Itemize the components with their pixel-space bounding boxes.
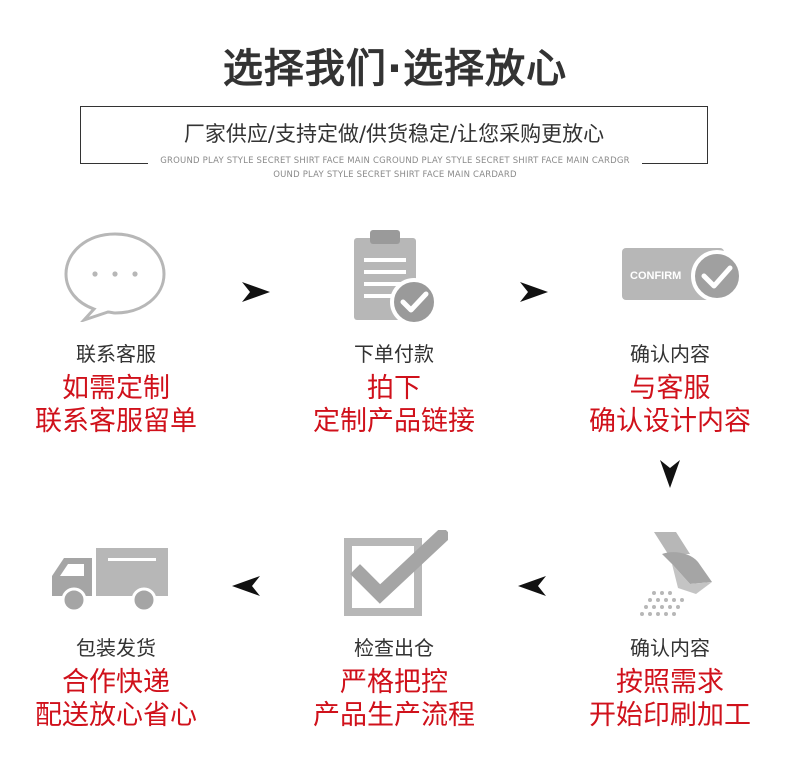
step-label: 确认内容 [630,342,710,366]
arrow-down-icon [660,460,680,488]
step-detail: 合作快递 [62,667,170,698]
step-detail: 配送放心省心 [35,700,197,731]
checkbox-check-icon [344,530,448,616]
step-label: 确认内容 [630,636,710,660]
step-label: 检查出仓 [354,636,434,660]
step-detail: 拍下 [367,373,421,404]
subtitle: 厂家供应/支持定做/供货稳定/让您采购更放心 [183,122,605,146]
step-label: 联系客服 [76,342,156,366]
arrow-left-icon [232,576,260,596]
step-detail: 按照需求 [616,667,724,698]
frame-gap [148,156,642,170]
confirm-card-text: CONFIRM [630,270,681,282]
step-detail: 联系客服留单 [35,406,197,437]
step-place-order: 下单付款 拍下 定制产品链接 [264,340,524,438]
delivery-truck-icon [52,548,168,613]
arrow-right-icon [520,282,548,302]
printing-roller-icon [640,532,712,616]
step-detail: 产品生产流程 [313,700,475,731]
page-title: 选择我们·选择放心 [222,46,568,92]
step-confirm-content: 确认内容 与客服 确认设计内容 [540,340,790,438]
step-detail: 开始印刷加工 [589,700,751,731]
step-label: 下单付款 [354,342,434,366]
arrow-left-icon [518,576,546,596]
step-contact-service: 联系客服 如需定制 联系客服留单 [0,340,246,438]
arrow-right-icon [242,282,270,302]
step-detail: 定制产品链接 [313,406,475,437]
step-printing: 确认内容 按照需求 开始印刷加工 [540,634,790,732]
tagline-line-2: OUND PLAY STYLE SECRET SHIRT FACE MAIN C… [273,170,517,180]
clipboard-check-icon [354,230,438,326]
step-detail: 严格把控 [340,667,448,698]
step-detail: 确认设计内容 [589,406,751,437]
confirm-card-icon: CONFIRM [622,248,740,302]
step-label: 包装发货 [76,636,156,660]
step-inspection: 检查出仓 严格把控 产品生产流程 [264,634,524,732]
step-shipping: 包装发货 合作快递 配送放心省心 [0,634,246,732]
step-detail: 如需定制 [62,373,170,404]
step-detail: 与客服 [629,373,711,404]
chat-bubble-icon [64,232,166,322]
tagline-line-1: GROUND PLAY STYLE SECRET SHIRT FACE MAIN… [160,156,630,166]
